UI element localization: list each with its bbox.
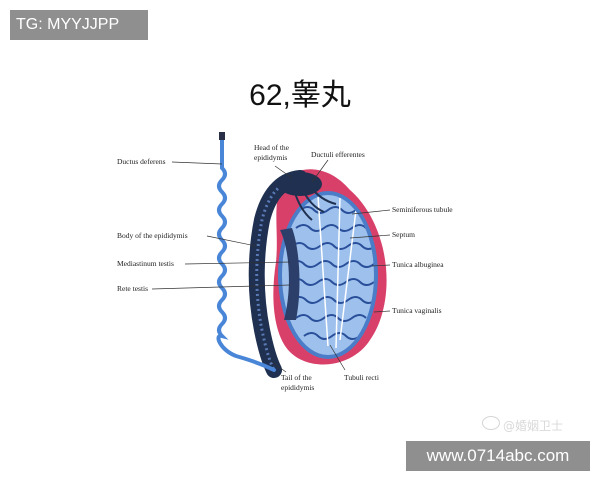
ductus-deferens	[216, 136, 276, 372]
head-of-epididymis	[278, 172, 322, 196]
label-tubuli-recti: Tubuli recti	[344, 373, 379, 382]
label-septum: Septum	[392, 230, 415, 239]
ductus-cut-end	[219, 132, 225, 140]
label-rete-testis: Rete testis	[117, 284, 148, 293]
label-tail-of-epididymis-line2: epididymis	[281, 383, 314, 392]
label-body-of-epididymis: Body of the epididymis	[117, 231, 188, 240]
label-seminiferous-tubule: Seminiferous tubule	[392, 205, 453, 214]
watermark: @婚姻卫士	[503, 419, 564, 433]
weibo-icon	[482, 416, 500, 430]
label-tunica-vaginalis: Tunica vaginalis	[392, 306, 442, 315]
ductuli-efferentes	[293, 185, 337, 221]
label-ductuli-efferentes: Ductuli efferentes	[311, 150, 365, 159]
telegram-badge: TG: MYYJJPP	[10, 10, 148, 40]
page-title: 62,睾丸	[249, 79, 351, 112]
label-head-of-epididymis-line2: epididymis	[254, 153, 287, 162]
label-ductus-deferens: Ductus deferens	[117, 157, 166, 166]
epididymis	[248, 170, 308, 378]
label-mediastinum-testis: Mediastinum testis	[117, 259, 174, 268]
label-head-of-epididymis-line1: Head of the	[254, 143, 290, 152]
url-badge: www.0714abc.com	[406, 441, 590, 471]
label-tunica-albuginea: Tunica albuginea	[392, 260, 444, 269]
mediastinum-testis	[280, 228, 300, 320]
label-tail-of-epididymis-line1: Tail of the	[281, 373, 312, 382]
